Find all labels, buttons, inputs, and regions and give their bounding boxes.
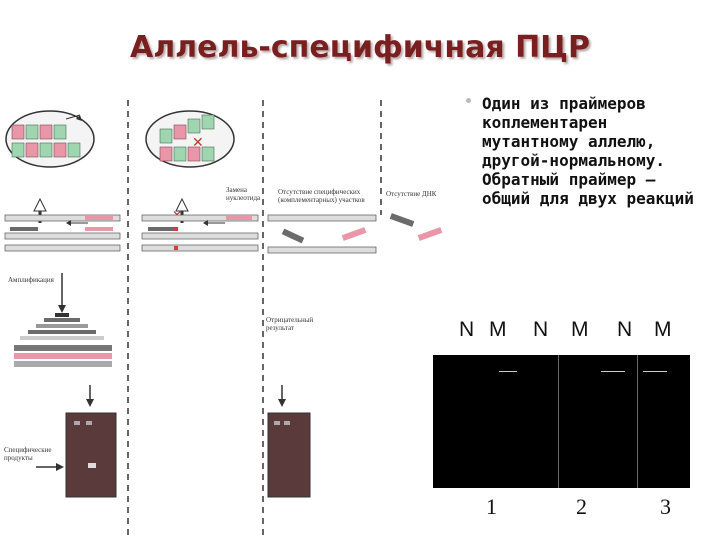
lane-label-n3: N (617, 318, 633, 341)
reaction-number-3: 3 (660, 494, 671, 519)
mismatch-primer-zoom: ✕ (145, 110, 235, 168)
matched-primer-zoom (5, 110, 95, 168)
label-negative-result: Отрицательный результат (266, 316, 314, 332)
label-amplification: Амплификация (8, 276, 54, 284)
label-mismatch: Замена нуклеотида (226, 186, 261, 202)
slide-title: Аллель-специфичная ПЦР (129, 30, 590, 65)
lane-label-m2: M (571, 318, 589, 341)
label-no-complementary: Отсутствие специфических (комплементарны… (278, 188, 365, 204)
lane-label-m3: M (654, 318, 672, 341)
label-specific-products: Специфические продукты (4, 446, 52, 462)
svg-text:✕: ✕ (192, 135, 204, 151)
pcr-diagram: ✕ ✕ (4, 100, 443, 535)
gel-band-n3 (643, 371, 667, 372)
panel4-primers (389, 213, 443, 241)
amplification-pyramid (14, 273, 112, 367)
gel-image (433, 355, 690, 488)
bullet-text-block: Один из праймеров коплементарен мутантно… (466, 94, 712, 208)
gel-lane-separator-2 (637, 355, 638, 488)
label-no-dna: Отсутствие ДНК (386, 190, 437, 198)
panel3-dna (267, 214, 377, 254)
result-box-negative (267, 412, 311, 498)
lane-label-n2: N (533, 318, 549, 341)
down-arrows (86, 385, 286, 407)
gel-band-m1 (499, 371, 517, 372)
reaction-number-2: 2 (576, 494, 587, 519)
panel2-dna: ✕ (141, 197, 259, 252)
gel-lane-separator-1 (558, 355, 559, 488)
bullet-text: Один из праймеров коплементарен мутантно… (482, 94, 694, 208)
specific-products-arrow (36, 463, 64, 471)
lane-label-m1: M (489, 318, 507, 341)
panel1-dna (4, 197, 121, 252)
gel-band-m2 (601, 371, 625, 372)
result-box-positive (65, 412, 117, 498)
bullet-dot (466, 98, 471, 103)
lane-label-n1: N (459, 318, 475, 341)
reaction-number-1: 1 (486, 494, 497, 519)
